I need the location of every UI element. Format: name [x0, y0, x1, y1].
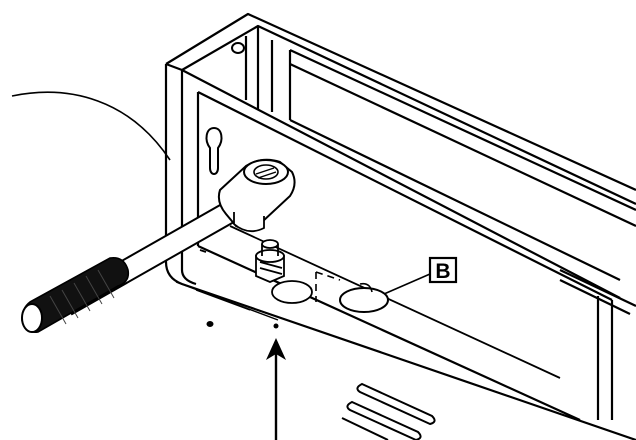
- ratchet-wrench: [21, 158, 296, 334]
- front-lip: [175, 281, 279, 321]
- keyhole-slot: [205, 126, 223, 175]
- vent-slots: [341, 382, 436, 440]
- threaded-stud: [255, 239, 285, 283]
- floor-slot-left: [271, 280, 313, 304]
- front-hole-left: [206, 321, 214, 327]
- front-hole-right: [273, 323, 279, 329]
- floor-edge: [199, 225, 561, 379]
- housing: [164, 12, 636, 440]
- callout-leader: [383, 273, 431, 295]
- cable: [11, 91, 171, 161]
- slot-b-notch: [359, 282, 373, 293]
- callout-b-label: B: [435, 260, 450, 283]
- mounting-hole: [231, 42, 245, 54]
- callout-b: B: [428, 256, 458, 284]
- floor-slot-b: [339, 287, 389, 313]
- up-arrow: [266, 338, 286, 440]
